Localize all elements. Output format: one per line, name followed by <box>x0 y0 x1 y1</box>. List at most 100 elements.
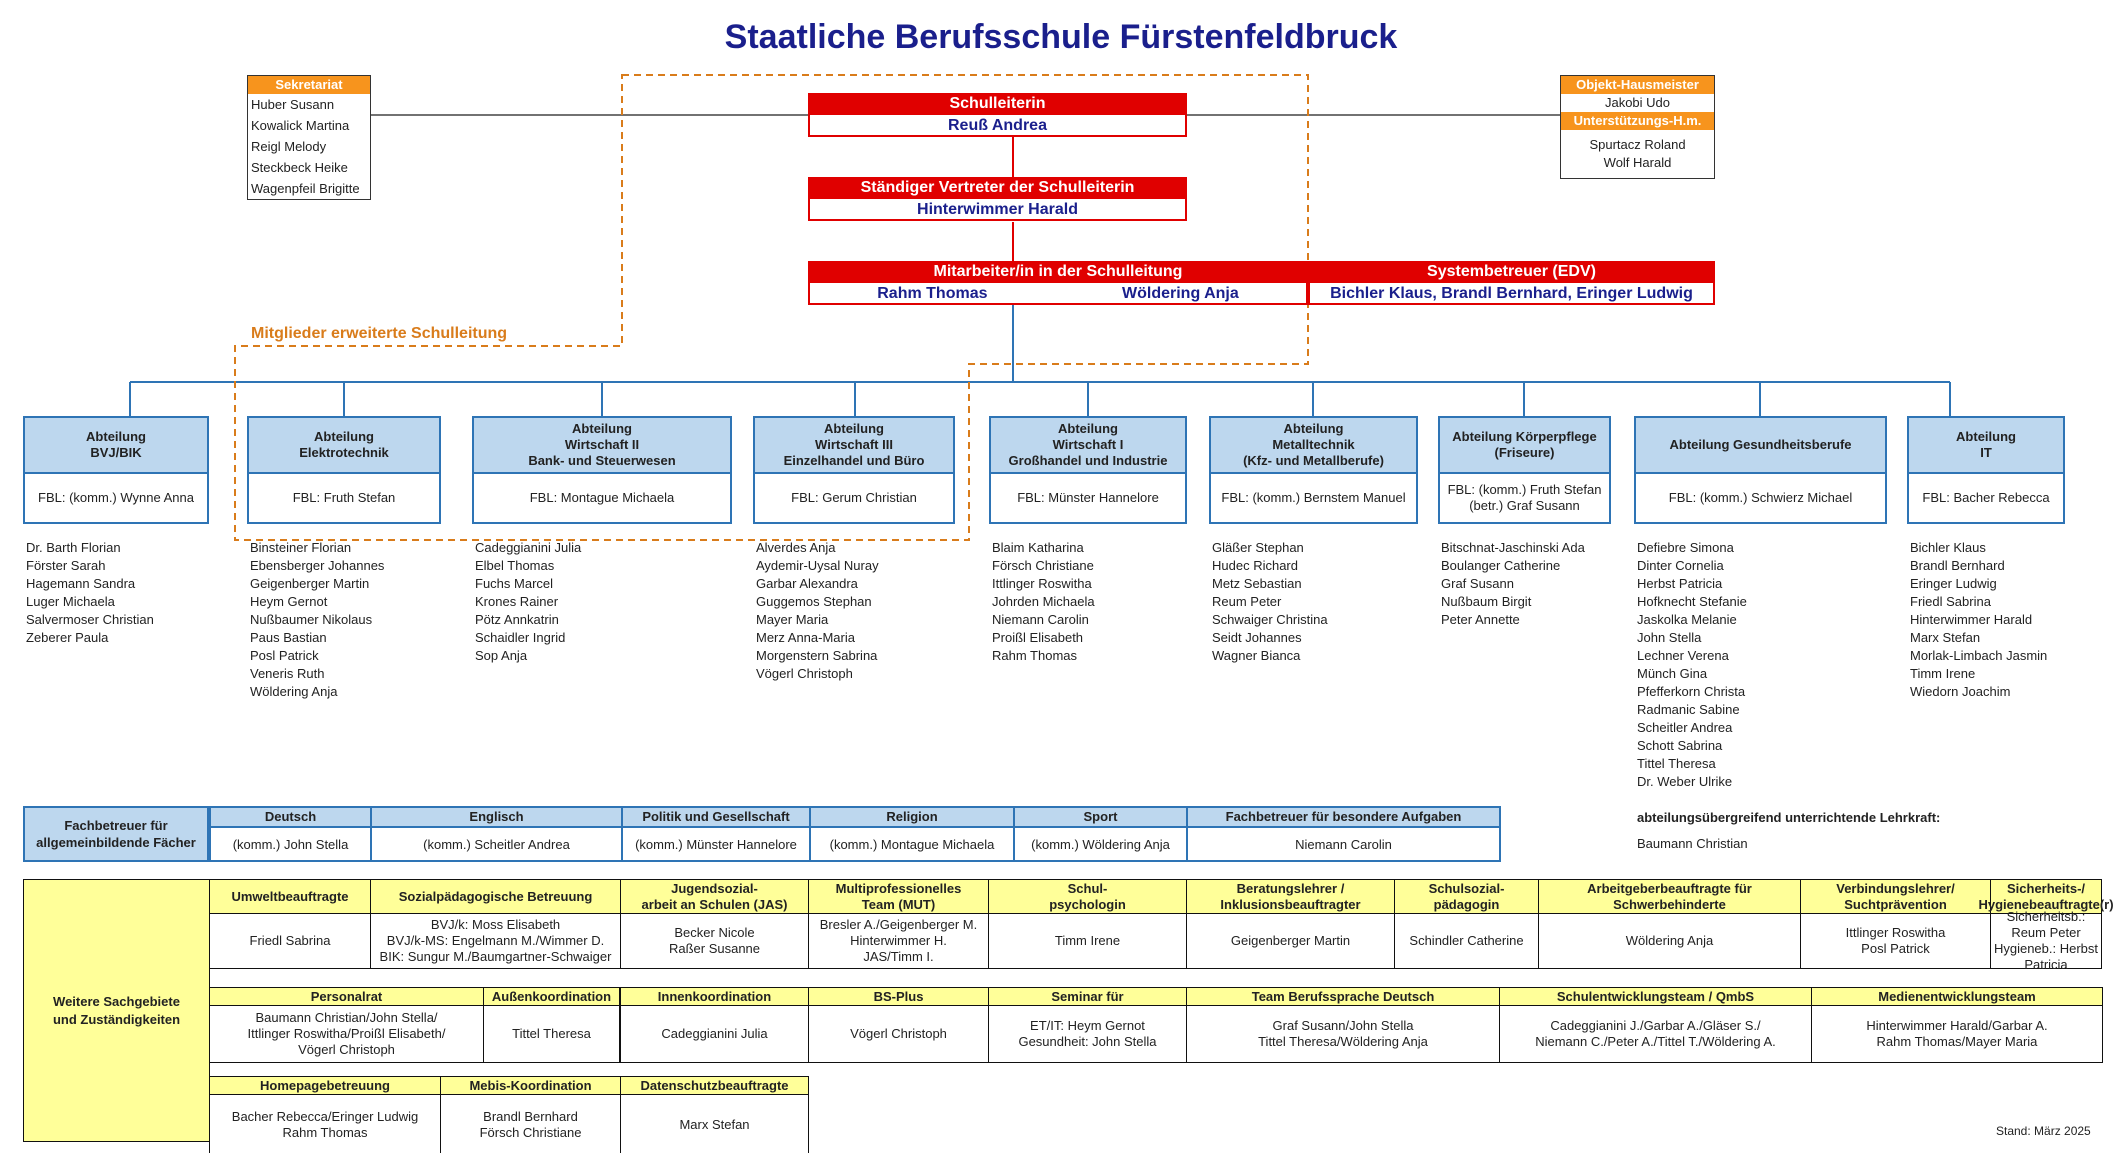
mitarbeiter-box: Mitarbeiter/in in der Schulleitung Rahm … <box>808 261 1308 305</box>
member-name: Krones Rainer <box>475 594 559 609</box>
systembetreuer-label: Systembetreuer (EDV) <box>1308 261 1715 283</box>
member-name: Zeberer Paula <box>26 630 109 645</box>
fachbetreuer-subject: Sport <box>1015 808 1186 828</box>
uebergreifend-label: abteilungsübergreifend unterrichtende Le… <box>1637 810 1941 825</box>
mitarbeiter-label: Mitarbeiter/in in der Schulleitung <box>808 261 1308 283</box>
sekretariat-member: Kowalick Martina <box>251 118 350 133</box>
department-head: FBL: (komm.) Schwierz Michael <box>1668 490 1853 505</box>
sachgebiet-title: Homepagebetreuung <box>209 1076 441 1095</box>
fachbetreuer-person: (komm.) Montague Michaela <box>829 837 995 852</box>
sachgebiet-person: Sicherheitsb.: Reum Peter Hygieneb.: Her… <box>1990 909 2102 972</box>
member-name: Boulanger Catherine <box>1441 558 1561 573</box>
department-box: Abteilung Wirtschaft III Einzelhandel un… <box>753 416 955 524</box>
fachbetreuer-subject: Politik und Gesellschaft <box>623 808 809 828</box>
member-name: Morlak-Limbach Jasmin <box>1910 648 2048 663</box>
fachbetreuer-label-box: Fachbetreuer für allgemeinbildende Fäche… <box>23 806 209 862</box>
sachgebiet-title: Beratungslehrer / Inklusionsbeauftragter <box>1186 879 1395 914</box>
sachgebiet-person: Schindler Catherine <box>1394 913 1539 969</box>
member-name: John Stella <box>1637 630 1702 645</box>
member-name: Proißl Elisabeth <box>992 630 1084 645</box>
fachbetreuer-person: (komm.) John Stella <box>232 837 349 852</box>
sachgebiet-person: Geigenberger Martin <box>1186 913 1395 969</box>
department-box: Abteilung Körperpflege (Friseure)FBL: (k… <box>1438 416 1611 524</box>
member-name: Paus Bastian <box>250 630 327 645</box>
fachbetreuer-person: Niemann Carolin <box>1295 837 1392 852</box>
member-name: Wiedorn Joachim <box>1910 684 2011 699</box>
fachbetreuer-label: Fachbetreuer für allgemeinbildende Fäche… <box>36 818 196 850</box>
department-box: Abteilung Wirtschaft II Bank- und Steuer… <box>472 416 732 524</box>
member-name: Eringer Ludwig <box>1910 576 1997 591</box>
sekretariat-label: Sekretariat <box>248 76 370 94</box>
member-name: Blaim Katharina <box>992 540 1084 555</box>
member-name: Cadeggianini Julia <box>475 540 582 555</box>
member-name: Schott Sabrina <box>1637 738 1723 753</box>
member-name: Tittel Theresa <box>1637 756 1716 771</box>
sachgebiet-title: Personalrat <box>209 987 484 1006</box>
department-head: FBL: (komm.) Wynne Anna <box>38 490 194 505</box>
sachgebiet-title: Multiprofessionelles Team (MUT) <box>808 879 989 914</box>
member-name: Aydemir-Uysal Nuray <box>756 558 879 573</box>
sachgebiet-title: Medienentwicklungsteam <box>1811 987 2103 1006</box>
sachgebiet-title: Mebis-Koordination <box>440 1076 621 1095</box>
member-name: Guggemos Stephan <box>756 594 872 609</box>
member-name: Jaskolka Melanie <box>1637 612 1737 627</box>
erweiterte-schulleitung-label: Mitglieder erweiterte Schulleitung <box>251 325 508 342</box>
fachbetreuer-col: Deutsch(komm.) John Stella <box>209 806 372 862</box>
support-member: Spurtacz Roland <box>1589 137 1686 152</box>
systembetreuer-box: Systembetreuer (EDV) Bichler Klaus, Bran… <box>1308 261 1715 305</box>
member-name: Heym Gernot <box>250 594 328 609</box>
sachgebiet-title: Innenkoordination <box>620 987 809 1006</box>
member-name: Dinter Cornelia <box>1637 558 1724 573</box>
sachgebiet-title: Team Berufssprache Deutsch <box>1186 987 1500 1006</box>
sachgebiet-person: Cadeggianini J./Garbar A./Gläser S./ Nie… <box>1499 1005 1812 1063</box>
sachgebiet-person: ET/IT: Heym Gernot Gesundheit: John Stel… <box>988 1005 1187 1063</box>
member-name: Reum Peter <box>1212 594 1282 609</box>
sachgebiet-person: Hinterwimmer Harald/Garbar A. Rahm Thoma… <box>1811 1005 2103 1063</box>
member-name: Brandl Bernhard <box>1910 558 2005 573</box>
department-name: Abteilung Elektrotechnik <box>249 418 439 474</box>
sekretariat-member: Wagenpfeil Brigitte <box>251 181 360 196</box>
member-name: Vögerl Christoph <box>756 666 853 681</box>
fachbetreuer-subject: Religion <box>811 808 1013 828</box>
member-name: Nußbaumer Nikolaus <box>250 612 373 627</box>
sachgebiet-title: Umweltbeauftragte <box>209 879 371 914</box>
sekretariat-member: Steckbeck Heike <box>251 160 348 175</box>
sekretariat-member: Reigl Melody <box>251 139 327 154</box>
fachbetreuer-col: Religion (komm.) Montague Michaela <box>809 806 1015 862</box>
member-name: Herbst Patricia <box>1637 576 1723 591</box>
fachbetreuer-col: Politik und Gesellschaft(komm.) Münster … <box>621 806 811 862</box>
member-name: Bichler Klaus <box>1910 540 1986 555</box>
sachgebiet-person: Timm Irene <box>988 913 1187 969</box>
sachgebiet-person: Graf Susann/John Stella Tittel Theresa/W… <box>1186 1005 1500 1063</box>
sachgebiet-person: Friedl Sabrina <box>209 913 371 969</box>
support-member: Wolf Harald <box>1603 155 1672 170</box>
member-name: Dr. Barth Florian <box>26 540 121 555</box>
member-name: Ittlinger Roswitha <box>992 576 1092 591</box>
sachgebiet-title: Schul- psychologin <box>988 879 1187 914</box>
mitarbeiter-name-2: Wöldering Anja <box>1122 285 1239 302</box>
fachbetreuer-subject: Englisch <box>372 808 621 828</box>
member-name: Wöldering Anja <box>250 684 338 699</box>
sachgebiet-title: Sozialpädagogische Betreuung <box>370 879 621 914</box>
department-name: Abteilung Wirtschaft III Einzelhandel un… <box>755 418 953 474</box>
sachgebiet-title: Jugendsozial- arbeit an Schulen (JAS) <box>620 879 809 914</box>
mitarbeiter-name-1: Rahm Thomas <box>877 285 988 302</box>
vertreter-name: Hinterwimmer Harald <box>808 199 1187 221</box>
member-name: Mayer Maria <box>756 612 829 627</box>
sachgebiete-label: Weitere Sachgebiete und Zuständigkeiten <box>23 879 210 1142</box>
department-box: Abteilung Metalltechnik (Kfz- und Metall… <box>1209 416 1418 524</box>
fachbetreuer-subject: Fachbetreuer für besondere Aufgaben <box>1188 808 1499 828</box>
member-name: Timm Irene <box>1910 666 1976 681</box>
member-name: Scheitler Andrea <box>1637 720 1733 735</box>
member-name: Hagemann Sandra <box>26 576 136 591</box>
